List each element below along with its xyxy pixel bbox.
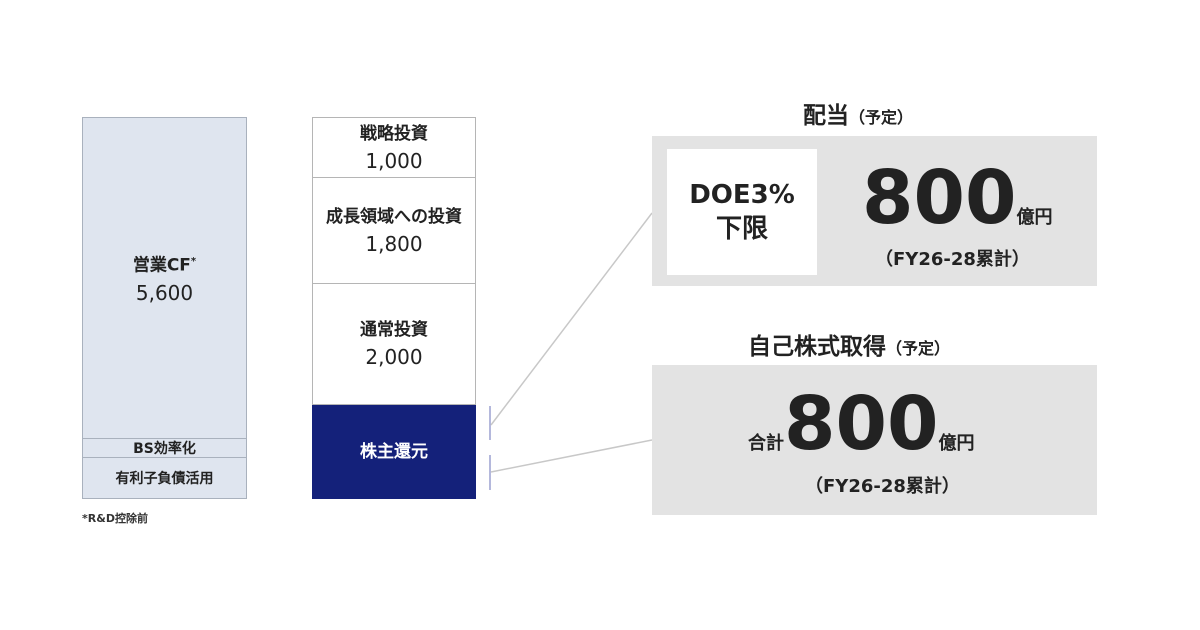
buyback-panel bbox=[652, 365, 1097, 515]
doe-policy-box: DOE3% 下限 bbox=[667, 149, 817, 275]
dividend-amount-value: 800 bbox=[862, 155, 1017, 241]
bs-efficiency-segment: BS効率化 bbox=[82, 439, 247, 458]
shareholder-return-label: 株主還元 bbox=[360, 442, 428, 462]
doe-policy-sub: 下限 bbox=[715, 214, 768, 244]
connector-dividend bbox=[490, 212, 653, 426]
dividend-title-note: （予定） bbox=[849, 108, 914, 127]
normal-investment-value: 2,000 bbox=[365, 345, 423, 369]
growth-investment-value: 1,800 bbox=[365, 231, 423, 256]
buyback-amount-value: 800 bbox=[784, 381, 939, 467]
strategic-investment-segment: 戦略投資 1,000 bbox=[312, 117, 476, 178]
dividend-amount-unit: 億円 bbox=[1016, 207, 1053, 228]
strategic-investment-label: 戦略投資 bbox=[360, 123, 428, 144]
strategic-investment-value: 1,000 bbox=[365, 148, 423, 173]
normal-investment-segment: 通常投資 2,000 bbox=[312, 284, 476, 405]
operating-cf-value: 5,600 bbox=[135, 280, 194, 305]
growth-investment-segment: 成長領域への投資 1,800 bbox=[312, 178, 476, 284]
operating-cf-label: 営業CF bbox=[132, 255, 191, 276]
connector-buyback bbox=[490, 439, 653, 473]
dividend-title: 配当（予定） bbox=[803, 96, 913, 130]
bs-efficiency-label: BS効率化 bbox=[133, 441, 196, 457]
buyback-amount: 合計800億円 bbox=[748, 384, 974, 484]
growth-investment-label: 成長領域への投資 bbox=[326, 206, 462, 227]
shareholder-return-segment: 株主還元 bbox=[312, 405, 476, 499]
buyback-period: （FY26-28累計） bbox=[805, 476, 960, 497]
buyback-prefix: 合計 bbox=[748, 433, 784, 454]
buyback-amount-unit: 億円 bbox=[938, 433, 975, 454]
interest-bearing-debt-label: 有利子負債活用 bbox=[115, 471, 214, 487]
operating-cf-footnote-mark: * bbox=[190, 256, 197, 268]
dividend-period: （FY26-28累計） bbox=[875, 249, 1030, 270]
buyback-title: 自己株式取得（予定） bbox=[748, 327, 950, 361]
buyback-title-text: 自己株式取得 bbox=[748, 334, 886, 360]
operating-cf-segment: 営業CF* 5,600 bbox=[82, 117, 247, 439]
buyback-title-note: （予定） bbox=[886, 339, 951, 358]
dividend-amount: 800億円 bbox=[862, 158, 1052, 258]
doe-policy: DOE3% bbox=[689, 180, 795, 210]
normal-investment-label: 通常投資 bbox=[360, 320, 428, 340]
interest-bearing-debt-segment: 有利子負債活用 bbox=[82, 458, 247, 499]
footnote: *R&D控除前 bbox=[82, 512, 148, 525]
dividend-title-text: 配当 bbox=[803, 103, 849, 129]
